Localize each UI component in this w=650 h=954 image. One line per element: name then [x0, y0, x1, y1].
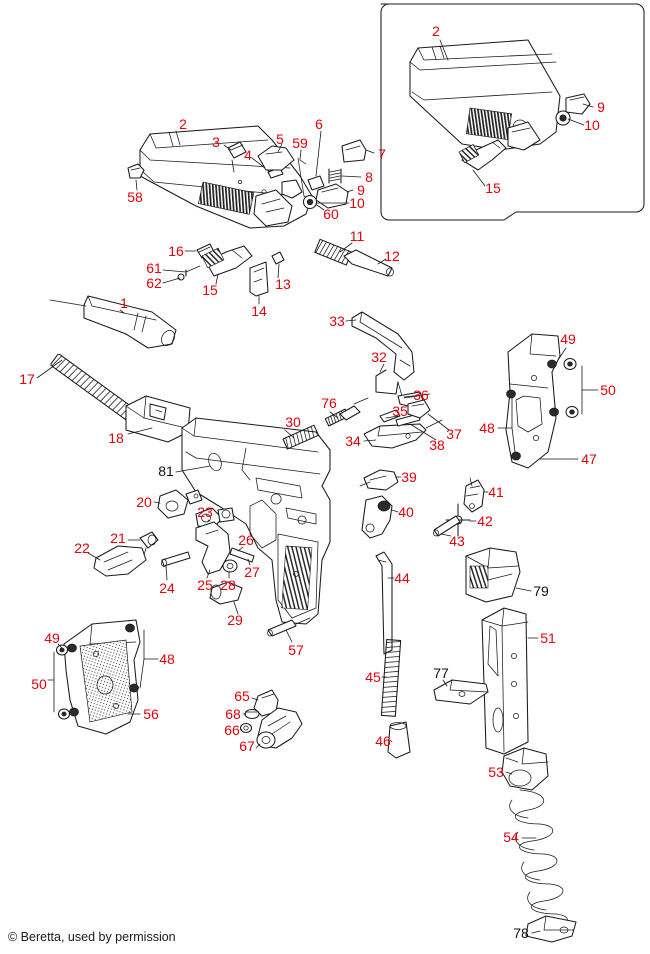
frame-art: [175, 417, 331, 625]
callout-27-frame: 27: [244, 564, 260, 580]
hammer-sear-parts: [345, 311, 450, 441]
misc-small-parts: [267, 551, 411, 759]
callout-79-magazine: 79: [533, 583, 549, 599]
callout-77-magazine: 77: [433, 665, 449, 681]
magazine-art: [433, 547, 577, 943]
callout-49-left-grip: 49: [44, 630, 60, 646]
mag-spring-coils: [509, 789, 568, 930]
callout-32-trigger-group: 32: [371, 349, 387, 365]
callout-60-slide: 60: [323, 206, 339, 222]
barrel-art: [49, 295, 177, 349]
callout-53-magazine: 53: [488, 764, 504, 780]
callout-44-small-parts: 44: [394, 570, 410, 586]
callout-18-barrel: 18: [108, 430, 124, 446]
parts-30-76: [282, 397, 369, 450]
callout-24-frame: 24: [159, 580, 175, 596]
hammer-group-art: [239, 689, 303, 749]
callout-58-slide: 58: [127, 189, 143, 205]
callout-8-slide: 8: [365, 169, 373, 185]
main-slide-art: [139, 125, 313, 229]
inset-panel-border: [380, 3, 645, 221]
callout-33-trigger-group: 33: [329, 313, 345, 329]
callout-13-slide-lower: 13: [275, 276, 291, 292]
part-58-art: [127, 163, 145, 191]
callout-51-magazine: 51: [540, 630, 556, 646]
callout-26-frame: 26: [238, 532, 254, 548]
callout-61-slide-lower: 61: [146, 260, 162, 276]
callout-57-small-parts: 57: [288, 642, 304, 658]
slide-lower-parts: [162, 238, 394, 305]
callout-37-trigger-group: 37: [446, 426, 462, 442]
callout-12-slide-lower: 12: [384, 248, 400, 264]
callout-34-frame: 34: [345, 433, 361, 449]
callout-10-slide: 10: [349, 195, 365, 211]
part-18-art: [125, 395, 191, 443]
slide-internal-parts: [223, 130, 375, 211]
copyright-notice: © Beretta, used by permission: [8, 930, 176, 944]
callout-5-slide: 5: [276, 131, 284, 147]
callout-66-hammer-group: 66: [224, 722, 240, 738]
callout-11-slide-lower: 11: [349, 228, 365, 244]
callout-29-frame: 29: [227, 612, 243, 628]
callout-56-left-grip: 56: [143, 706, 159, 722]
callout-7-slide: 7: [378, 146, 386, 162]
callout-6-slide: 6: [315, 116, 323, 132]
callout-76-frame: 76: [321, 395, 337, 411]
callout-45-small-parts: 45: [365, 669, 381, 685]
callout-4-slide: 4: [244, 147, 252, 163]
callout-3-slide: 3: [212, 134, 220, 150]
callout-42-trigger-group: 42: [477, 513, 493, 529]
callout-47-right-grip: 47: [581, 451, 597, 467]
callout-65-hammer-group: 65: [234, 688, 250, 704]
callout-17-barrel: 17: [19, 371, 35, 387]
callout-46-small-parts: 46: [375, 733, 391, 749]
callout-36-trigger-group: 36: [413, 387, 429, 403]
callout-81-frame: 81: [158, 463, 174, 479]
small-frame-parts: [87, 489, 255, 615]
callout-40-trigger-group: 40: [398, 504, 414, 520]
callout-54-magazine: 54: [503, 829, 519, 845]
callout-22-frame: 22: [74, 540, 90, 556]
callout-48-right-grip: 48: [479, 420, 495, 436]
callout-50-right-grip: 50: [600, 382, 616, 398]
left-grip-art: [47, 619, 159, 735]
callout-10-inset: 10: [584, 117, 600, 133]
callout-2-inset: 2: [432, 23, 440, 39]
callout-35-trigger-group: 35: [392, 403, 408, 419]
callout-78-magazine: 78: [513, 925, 529, 941]
callout-2-slide: 2: [179, 116, 187, 132]
callout-62-slide-lower: 62: [146, 275, 162, 291]
callout-23-frame: 23: [197, 504, 213, 520]
callout-38-trigger-group: 38: [429, 437, 445, 453]
callout-1-barrel: 1: [120, 295, 128, 311]
callout-28-frame: 28: [220, 577, 236, 593]
callout-25-frame: 25: [197, 577, 213, 593]
callout-15-slide-lower: 15: [202, 282, 218, 298]
callout-30-frame: 30: [285, 414, 301, 430]
inset-slide-art: [409, 39, 594, 187]
callout-39-trigger-group: 39: [401, 469, 417, 485]
callout-16-slide-lower: 16: [168, 243, 184, 259]
callout-41-trigger-group: 41: [488, 484, 504, 500]
callout-9-slide: 9: [357, 182, 365, 198]
callout-14-slide-lower: 14: [251, 303, 267, 319]
callout-9-inset: 9: [597, 99, 605, 115]
callout-67-hammer-group: 67: [239, 738, 255, 754]
callout-15-inset: 15: [485, 180, 501, 196]
callout-59-slide: 59: [292, 135, 308, 151]
sear-ejector-parts: [359, 469, 489, 539]
right-grip-art: [497, 333, 599, 469]
callout-48-left-grip: 48: [159, 651, 175, 667]
callout-68-hammer-group: 68: [225, 706, 241, 722]
callout-21-frame: 21: [110, 530, 126, 546]
callout-49-right-grip: 49: [560, 331, 576, 347]
part-34-art: [363, 419, 443, 449]
callout-43-trigger-group: 43: [449, 533, 465, 549]
callout-50-left-grip: 50: [31, 676, 47, 692]
callout-20-frame: 20: [136, 494, 152, 510]
